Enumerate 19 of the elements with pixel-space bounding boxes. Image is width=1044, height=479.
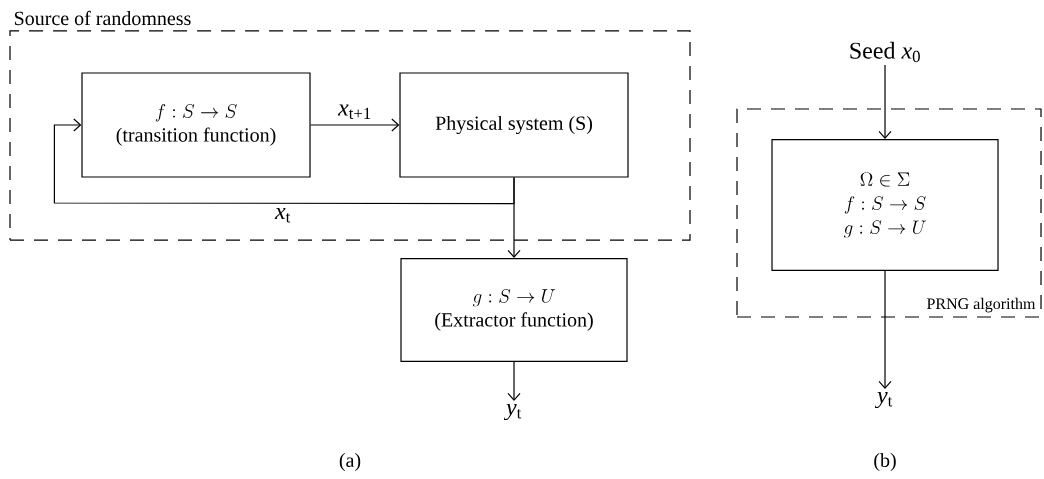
arrow bbox=[507, 361, 521, 401]
arrow bbox=[507, 177, 521, 258]
frame-heading: Source of randomness bbox=[14, 10, 191, 26]
signal-text: y$_{t}$ bbox=[875, 391, 893, 409]
panel-label: (b) bbox=[874, 452, 896, 472]
frame-heading: PRNG algorithm bbox=[925, 296, 1037, 314]
arrow bbox=[53, 118, 515, 205]
edge-label: x$_{t}$ bbox=[274, 207, 291, 223]
process-box: $f:S \rightarrow S$ (transition function) bbox=[81, 72, 311, 178]
signal-text: y$_{t}$ bbox=[504, 403, 522, 421]
panel-label: (a) bbox=[339, 452, 361, 472]
arrow bbox=[310, 118, 400, 132]
process-box: Physical system (S) bbox=[399, 72, 629, 178]
arrow bbox=[878, 64, 892, 139]
arrow bbox=[878, 270, 892, 389]
process-box: $g:S \rightarrow U$ (Extractor function) bbox=[400, 257, 628, 363]
signal-text: Seed x$_{0}$ bbox=[850, 41, 920, 63]
process-box: $\Omega \in \Sigma$ $f:S \rightarrow S$ $g:S \rightarrow U$ bbox=[771, 138, 999, 272]
edge-label: x$_{t+1}$ bbox=[337, 104, 371, 120]
